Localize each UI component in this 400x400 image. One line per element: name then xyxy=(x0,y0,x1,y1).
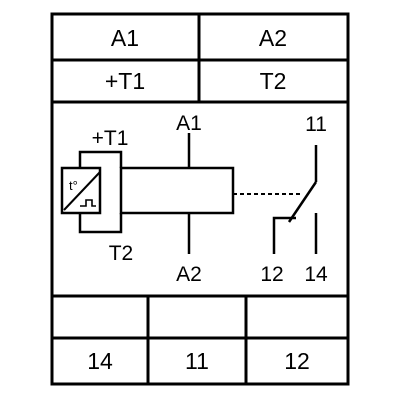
footer-cell-3: 12 xyxy=(284,348,310,374)
thermistor-step xyxy=(80,199,96,207)
thermistor-symbol: t° xyxy=(69,178,78,193)
relay-coil xyxy=(119,166,235,215)
thermistor-pin-top-label: +T1 xyxy=(92,127,129,150)
header-row1-right: A2 xyxy=(259,25,287,51)
contact-nc-lead xyxy=(272,216,296,254)
footer-cell-2: 11 xyxy=(185,348,209,374)
contact-common-label: 11 xyxy=(305,113,327,136)
coil-top-label: A1 xyxy=(176,112,202,135)
thermistor-lead-top xyxy=(78,150,123,168)
contact-no-label: 14 xyxy=(304,263,328,286)
footer-cell-1: 14 xyxy=(87,348,113,374)
header-row2-left: +T1 xyxy=(105,68,145,94)
thermistor-pin-bottom-label: T2 xyxy=(109,242,134,265)
thermistor-diagonal xyxy=(63,171,101,211)
contact-switch-blade xyxy=(287,181,318,223)
header-row2-right: T2 xyxy=(260,68,287,94)
contact-nc-label: 12 xyxy=(260,263,283,286)
coil-bottom-label: A2 xyxy=(176,263,202,286)
thermistor-lead-bottom xyxy=(78,213,123,234)
header-row1-left: A1 xyxy=(111,25,139,51)
